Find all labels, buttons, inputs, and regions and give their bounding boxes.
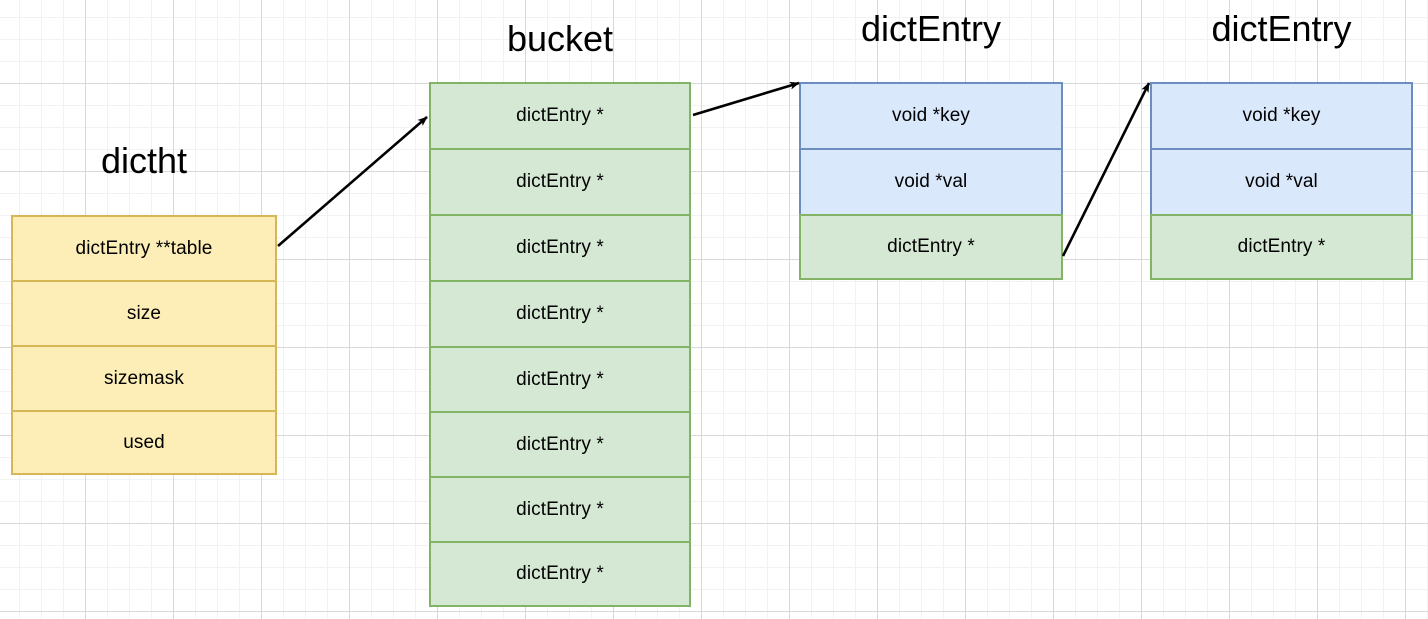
struct-dictht: dictEntry **table size sizemask used (11, 215, 277, 475)
dictht-field-table[interactable]: dictEntry **table (11, 215, 277, 280)
dictentry-2-field-key[interactable]: void *key (1150, 82, 1413, 148)
dictht-field-sizemask[interactable]: sizemask (11, 345, 277, 410)
arrow-bucket-slot0-to-dictentry1 (692, 81, 800, 117)
struct-dictentry-2: void *key void *val dictEntry * (1150, 82, 1413, 280)
bucket-slot-7[interactable]: dictEntry * (429, 541, 691, 607)
title-dictht: dictht (100, 140, 188, 181)
dictentry-1-field-next[interactable]: dictEntry * (799, 214, 1063, 280)
bucket-slot-2[interactable]: dictEntry * (429, 214, 691, 280)
dictentry-2-field-next[interactable]: dictEntry * (1150, 214, 1413, 280)
arrow-dictht-table-to-bucket (277, 116, 428, 247)
title-bucket: bucket (506, 18, 614, 59)
bucket-slot-3[interactable]: dictEntry * (429, 280, 691, 346)
struct-bucket: dictEntry * dictEntry * dictEntry * dict… (429, 82, 691, 607)
title-dictentry-1: dictEntry (860, 8, 1002, 49)
bucket-slot-0[interactable]: dictEntry * (429, 82, 691, 148)
bucket-slot-6[interactable]: dictEntry * (429, 476, 691, 541)
struct-dictentry-1: void *key void *val dictEntry * (799, 82, 1063, 280)
arrow-dictentry1-next-to-dictentry2 (1061, 82, 1151, 257)
dictentry-1-field-key[interactable]: void *key (799, 82, 1063, 148)
dictentry-1-field-val[interactable]: void *val (799, 148, 1063, 214)
dictentry-2-field-val[interactable]: void *val (1150, 148, 1413, 214)
dictht-field-used[interactable]: used (11, 410, 277, 475)
bucket-slot-5[interactable]: dictEntry * (429, 411, 691, 476)
bucket-slot-4[interactable]: dictEntry * (429, 346, 691, 411)
dictht-field-size[interactable]: size (11, 280, 277, 345)
title-dictentry-2: dictEntry (1211, 8, 1352, 49)
bucket-slot-1[interactable]: dictEntry * (429, 148, 691, 214)
